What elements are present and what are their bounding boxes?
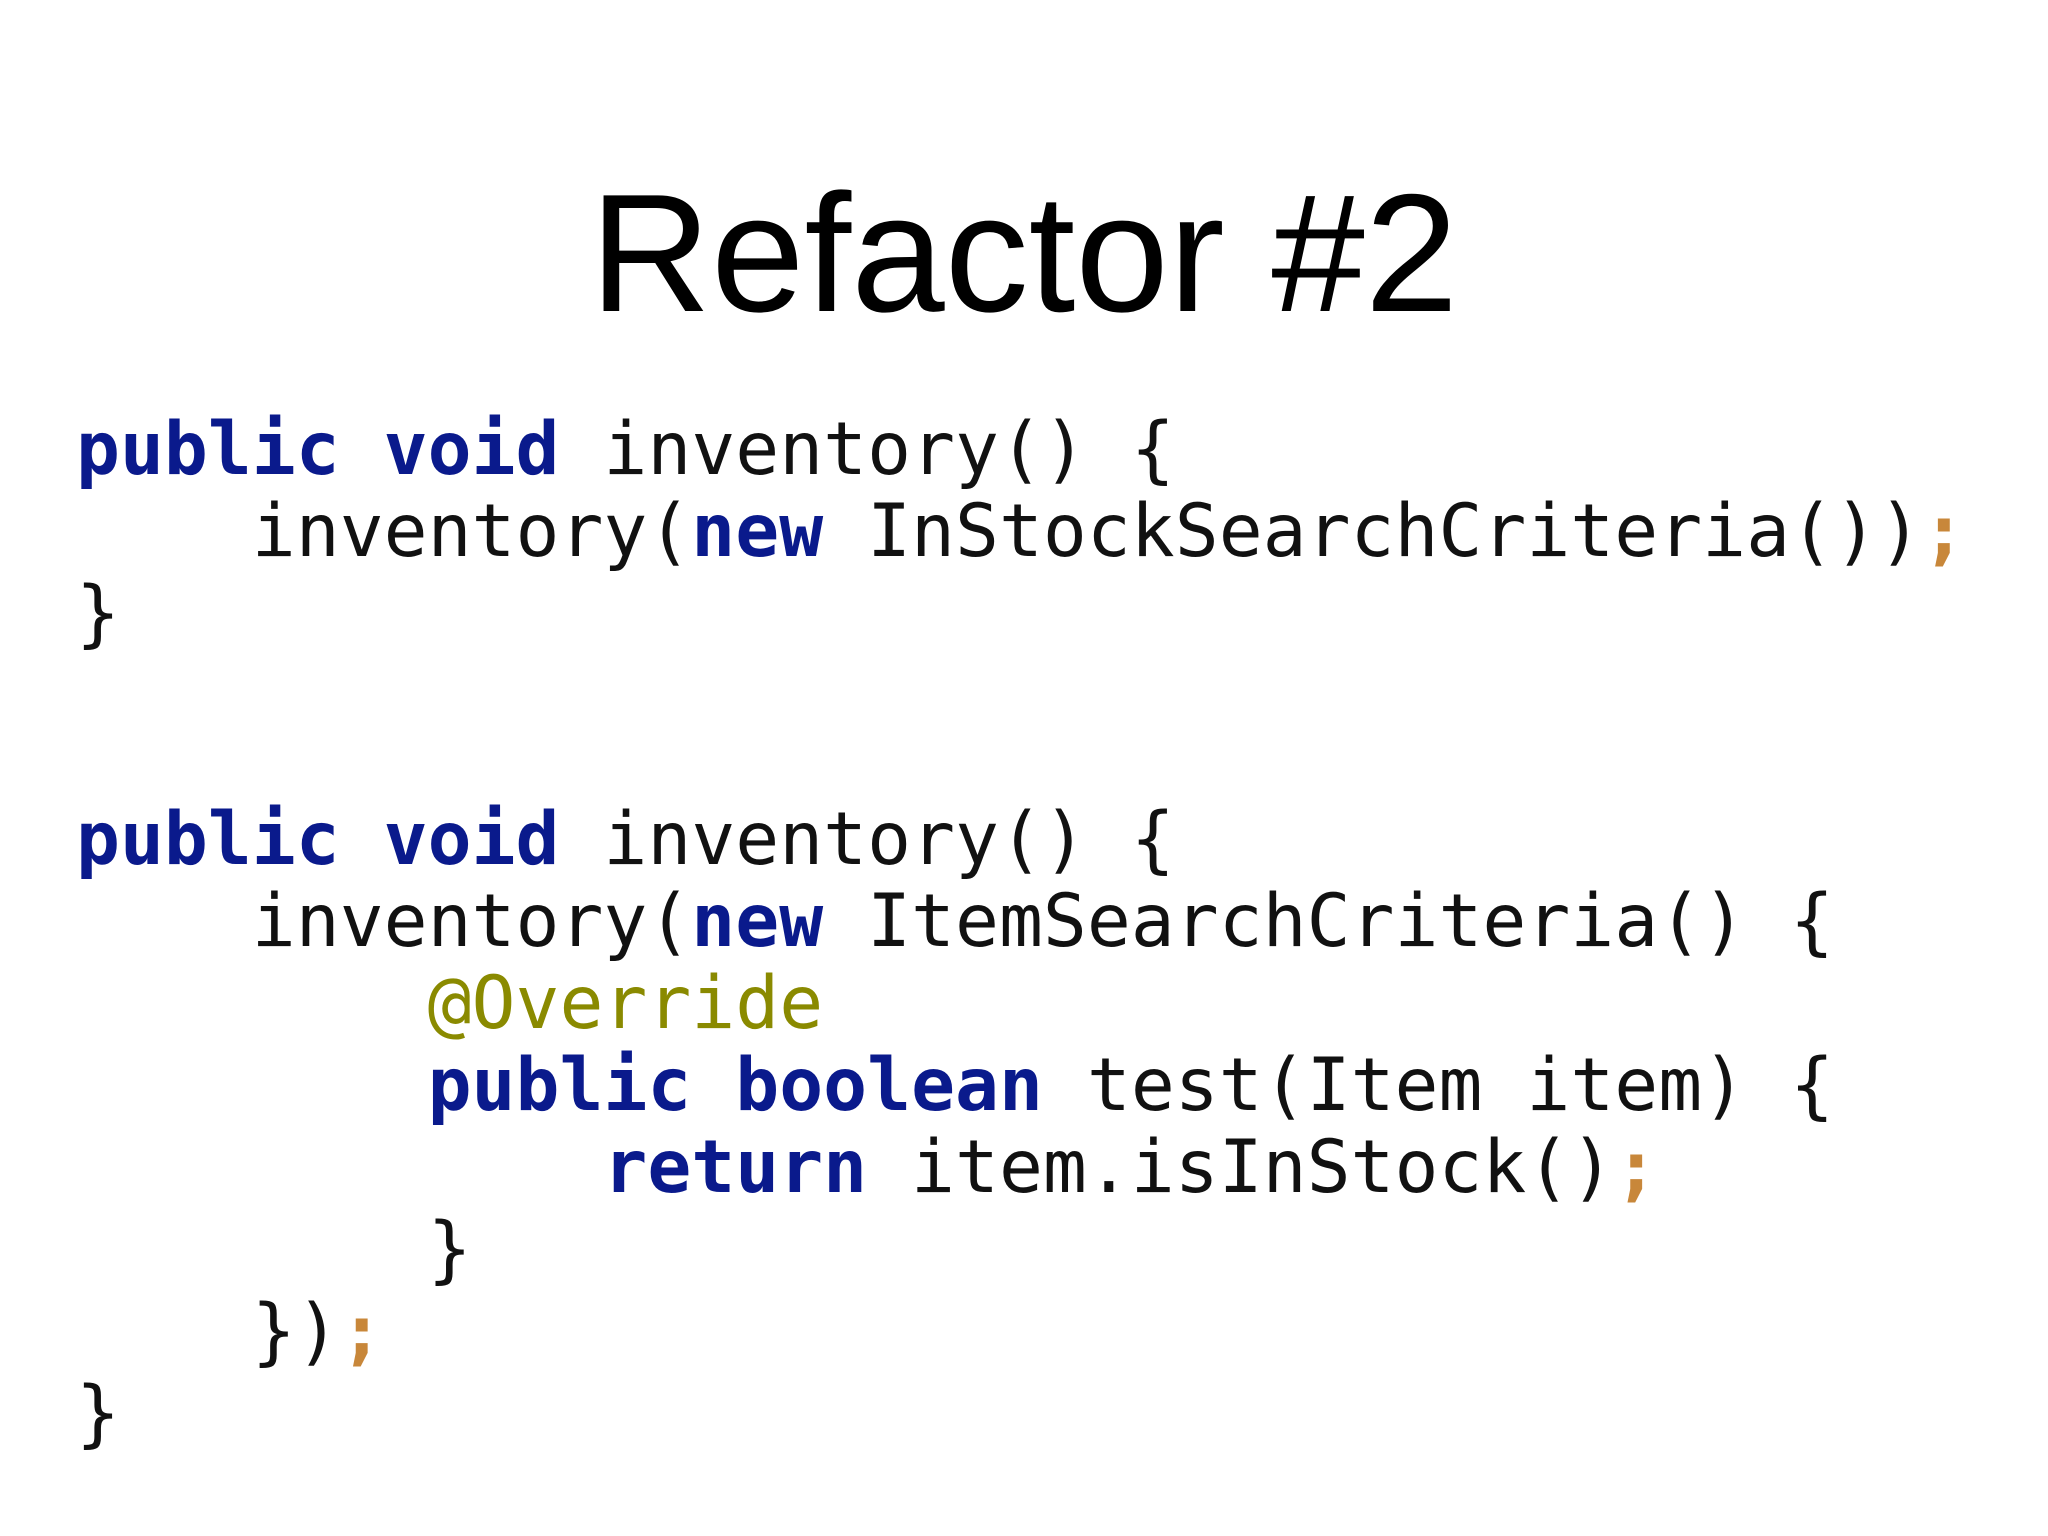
code-text — [340, 407, 384, 492]
code-keyword: return — [603, 1125, 868, 1210]
code-line: public void inventory() { — [76, 799, 1834, 881]
code-semicolon: ; — [1921, 489, 1966, 574]
code-line: public void inventory() { — [76, 409, 1966, 491]
code-text — [76, 961, 428, 1046]
code-text — [76, 1043, 428, 1128]
code-text: } — [76, 571, 120, 656]
code-text: inventory() { — [559, 797, 1175, 882]
code-text — [691, 1043, 735, 1128]
slide-title: Refactor #2 — [589, 159, 1459, 347]
code-line: return item.isInStock(); — [76, 1127, 1834, 1209]
code-line: public boolean test(Item item) { — [76, 1045, 1834, 1127]
code-semicolon: ; — [1614, 1125, 1659, 1210]
code-line: }); — [76, 1291, 1834, 1373]
code-keyword: public — [76, 797, 340, 882]
code-keyword: new — [691, 489, 824, 574]
code-text: inventory() { — [559, 407, 1175, 492]
code-line: } — [76, 1373, 1834, 1455]
code-semicolon: ; — [339, 1289, 384, 1374]
code-line: inventory(new ItemSearchCriteria() { — [76, 881, 1834, 963]
code-text: ItemSearchCriteria() { — [823, 879, 1834, 964]
code-keyword: boolean — [735, 1043, 1043, 1128]
code-line: } — [76, 1209, 1834, 1291]
code-line: inventory(new InStockSearchCriteria()); — [76, 491, 1966, 573]
code-line: @Override — [76, 963, 1834, 1045]
code-block-instock: public void inventory() { inventory(new … — [76, 409, 1966, 655]
code-text: inventory( — [76, 489, 692, 574]
code-line: } — [76, 573, 1966, 655]
code-keyword: public — [76, 407, 340, 492]
code-text — [76, 1125, 603, 1210]
code-text: } — [76, 1207, 472, 1292]
code-text — [340, 797, 384, 882]
code-text: InStockSearchCriteria()) — [823, 489, 1922, 574]
code-text: inventory( — [76, 879, 692, 964]
code-keyword: void — [383, 407, 560, 492]
code-block-anonymous-class: public void inventory() { inventory(new … — [76, 799, 1834, 1455]
code-annotation: @Override — [427, 961, 824, 1046]
code-text: }) — [76, 1289, 340, 1374]
code-text: item.isInStock() — [867, 1125, 1615, 1210]
code-keyword: public — [427, 1043, 692, 1128]
code-text: } — [76, 1371, 120, 1456]
code-keyword: new — [691, 879, 824, 964]
code-text: test(Item item) { — [1042, 1043, 1835, 1128]
code-keyword: void — [383, 797, 560, 882]
